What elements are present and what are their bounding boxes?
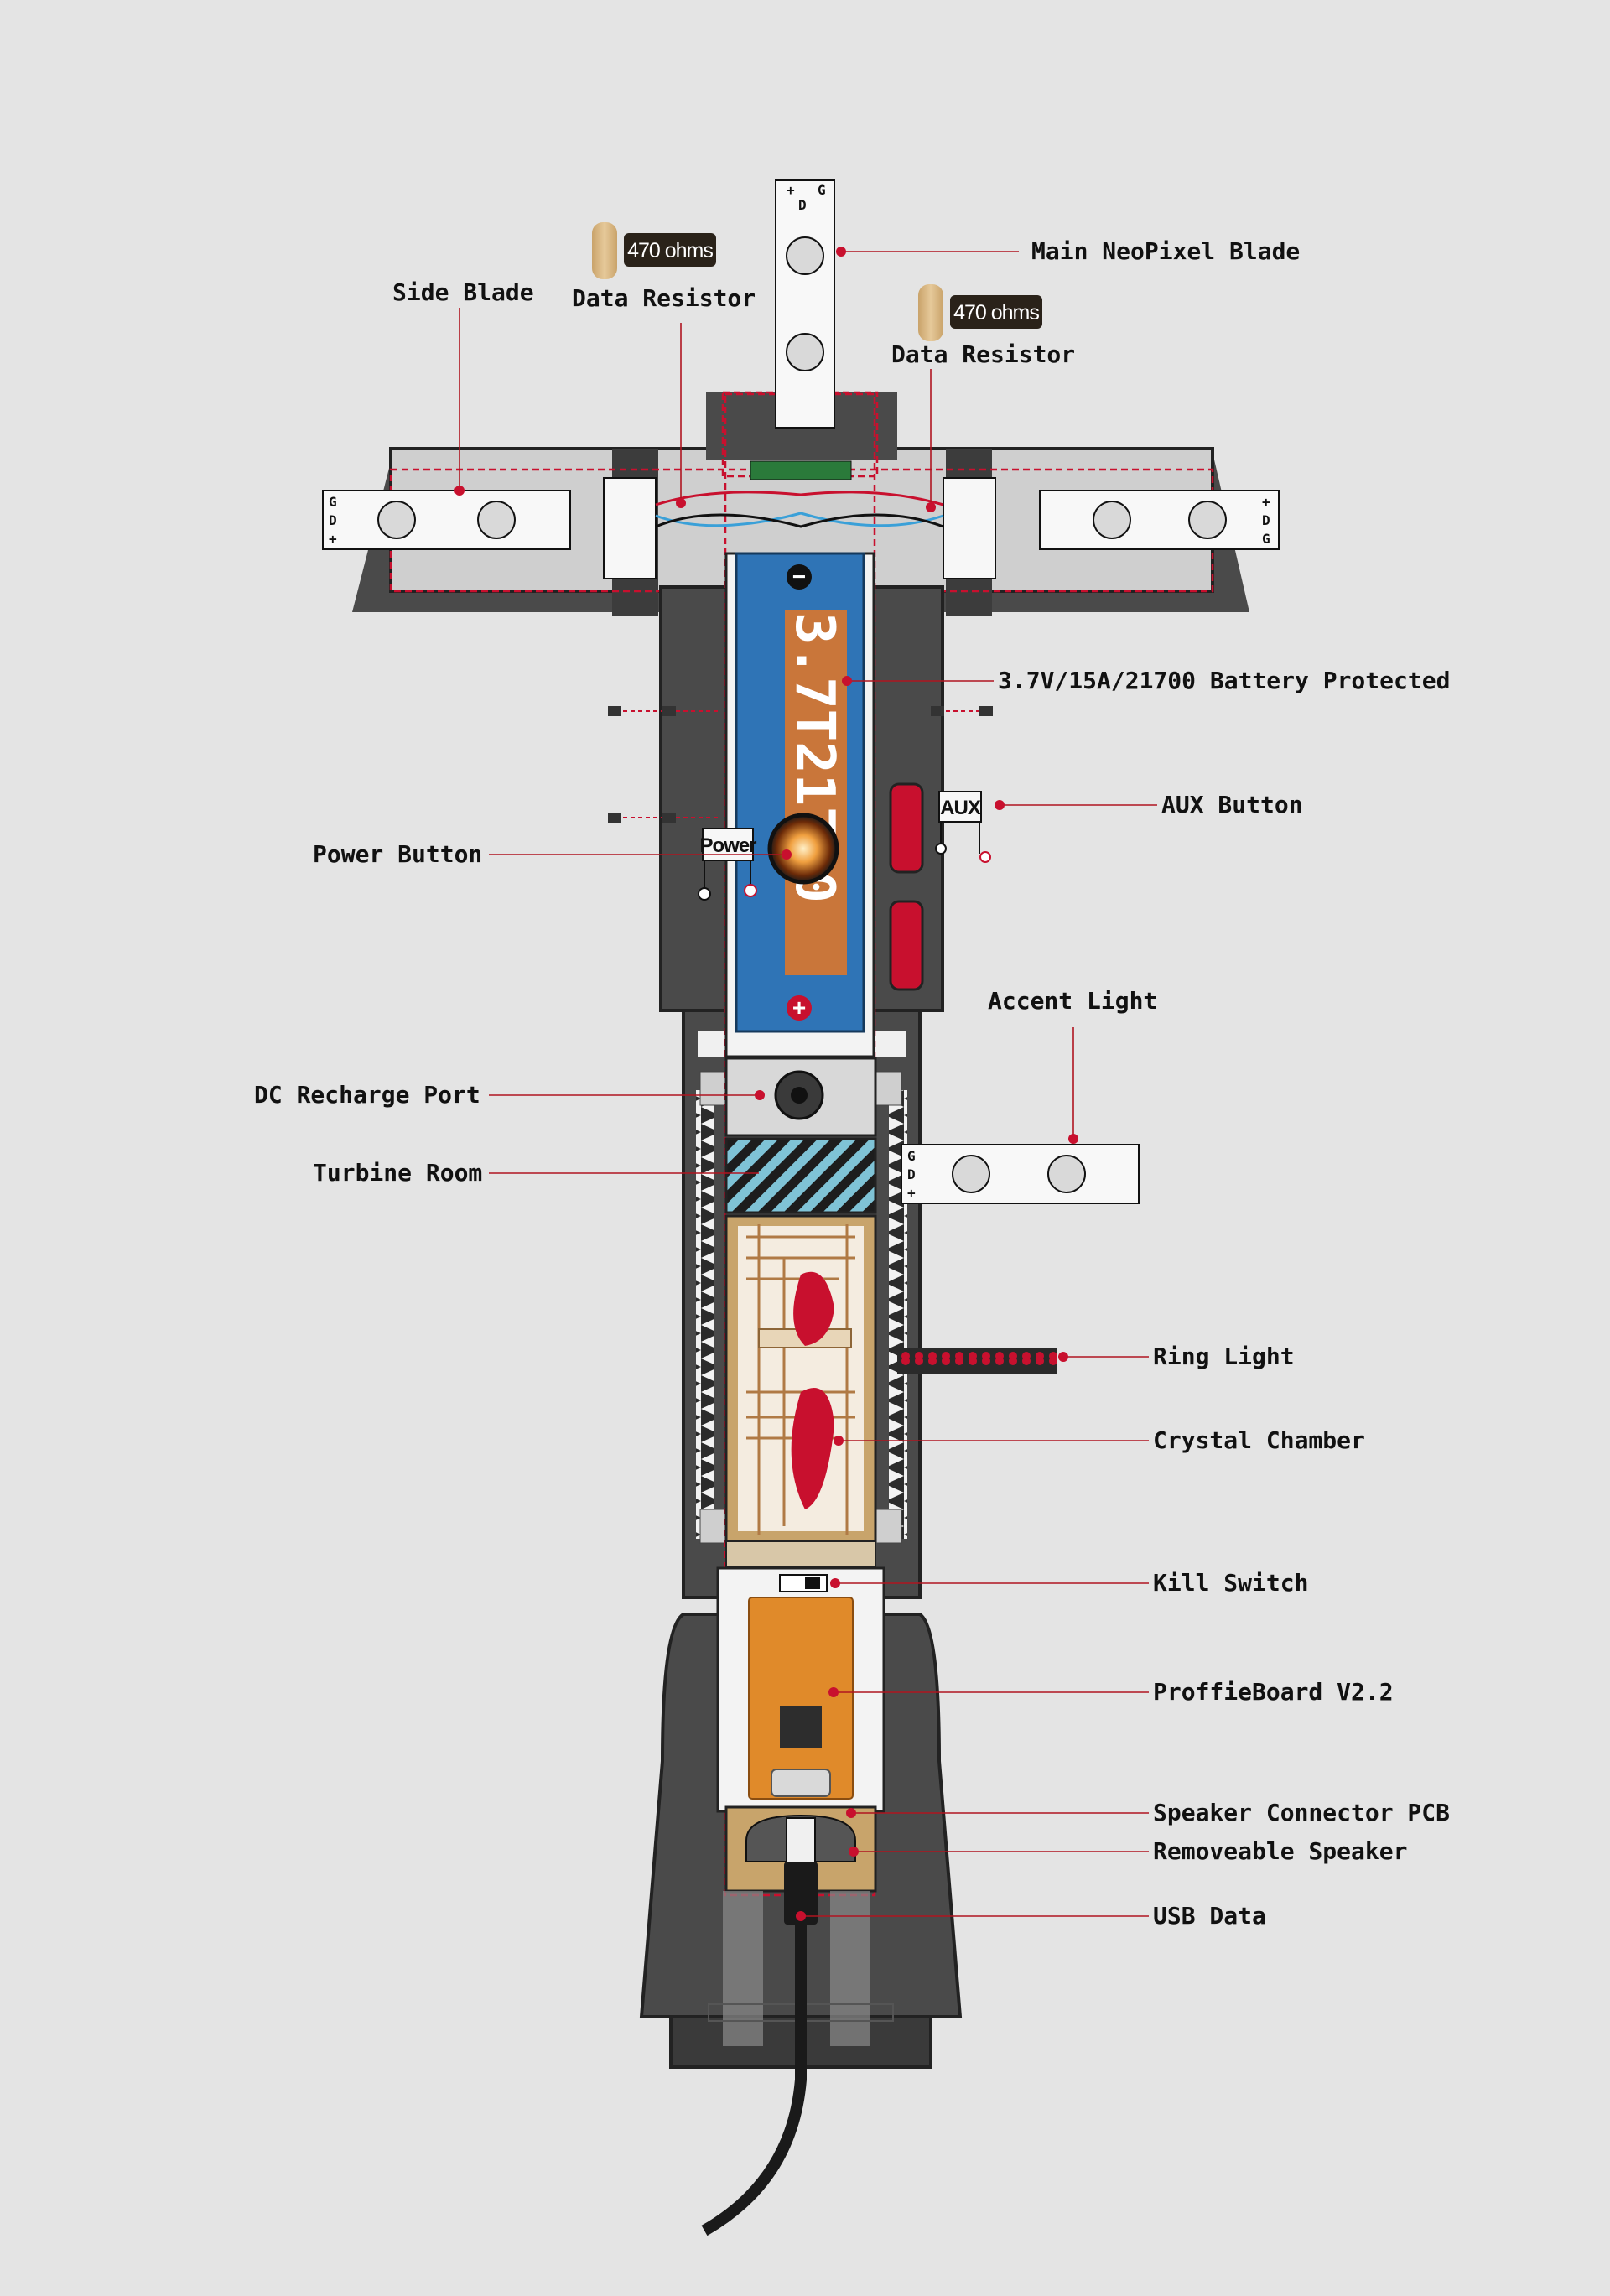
callout-dc-recharge-port: DC Recharge Port	[254, 1081, 765, 1109]
callout-side-blade: Side Blade	[392, 278, 534, 496]
battery: 3.7T21700 − +	[735, 552, 865, 1033]
accent-light-strip: G D +	[901, 1144, 1140, 1204]
callout-ring-light-label: Ring Light	[1153, 1343, 1295, 1370]
callout-dc-recharge-port-label: DC Recharge Port	[254, 1081, 480, 1109]
callout-proffieboard: ProffieBoard V2.2	[828, 1678, 1394, 1706]
svg-text:470 ohms: 470 ohms	[953, 301, 1039, 325]
connectors	[603, 477, 996, 579]
callout-removeable-speaker: Removeable Speaker	[849, 1837, 1407, 1865]
callout-side-blade-label: Side Blade	[392, 278, 534, 306]
callout-data-resistor-right: Data Resistor	[891, 340, 1075, 512]
crystal-chamber-block	[724, 1214, 877, 1567]
side-blade-left: G D +	[322, 490, 571, 550]
resistor-tag-right: 470 ohms	[950, 295, 1042, 329]
callout-speaker-connector-pcb: Speaker Connector PCB	[846, 1799, 1450, 1826]
side-right-pin-d: D	[1262, 512, 1270, 528]
callout-crystal-chamber: Crystal Chamber	[834, 1426, 1365, 1454]
callout-turbine-room-label: Turbine Room	[313, 1159, 482, 1187]
main-blade-pin-d: D	[798, 197, 807, 213]
side-left-pin-d: D	[329, 512, 337, 528]
ring-light-bar	[897, 1348, 1057, 1374]
callout-battery: 3.7V/15A/21700 Battery Protected	[842, 667, 1450, 694]
callout-proffieboard-label: ProffieBoard V2.2	[1153, 1678, 1394, 1706]
power-button-switch: Power	[698, 828, 757, 901]
svg-text:470 ohms: 470 ohms	[627, 239, 713, 262]
battery-negative-symbol: −	[792, 564, 806, 590]
callout-main-neopixel-blade: Main NeoPixel Blade	[836, 237, 1300, 265]
side-right-pin-plus: +	[1262, 494, 1270, 510]
usb-cable	[701, 1862, 894, 2236]
side-right-pin-g: G	[1262, 531, 1270, 547]
callout-turbine-room: Turbine Room	[313, 1159, 759, 1187]
callout-data-resistor-left-label: Data Resistor	[572, 284, 756, 312]
callout-power-button: Power Button	[313, 840, 792, 868]
resistor-right: 470 ohms	[918, 284, 1042, 341]
accent-pin-g: G	[907, 1148, 916, 1164]
callout-kill-switch: Kill Switch	[830, 1569, 1308, 1597]
turbine-hatch	[724, 1137, 877, 1214]
power-chip-label: Power	[699, 834, 756, 857]
callout-power-button-label: Power Button	[313, 840, 482, 868]
callout-data-resistor-left: Data Resistor	[572, 284, 756, 508]
aux-chip-label: AUX	[940, 797, 981, 819]
resistor-left: 470 ohms	[592, 222, 716, 279]
callout-aux-button-label: AUX Button	[1161, 791, 1303, 818]
callout-usb-data-label: USB Data	[1153, 1902, 1266, 1930]
side-left-pin-plus: +	[329, 531, 337, 547]
window-slots	[608, 706, 993, 991]
callout-data-resistor-right-label: Data Resistor	[891, 340, 1075, 368]
callout-accent-light: Accent Light	[988, 987, 1157, 1144]
main-blade-pin-plus: +	[787, 182, 795, 198]
accent-pin-d: D	[907, 1166, 916, 1182]
resistor-tag-left: 470 ohms	[624, 233, 716, 267]
callout-kill-switch-label: Kill Switch	[1153, 1569, 1308, 1597]
aux-button-switch: AUX	[935, 791, 991, 863]
callout-ring-light: Ring Light	[1058, 1343, 1295, 1370]
dc-port-block	[724, 1057, 877, 1137]
callout-speaker-connector-pcb-label: Speaker Connector PCB	[1153, 1799, 1450, 1826]
accent-pin-plus: +	[907, 1185, 916, 1201]
callout-battery-label: 3.7V/15A/21700 Battery Protected	[998, 667, 1450, 694]
callout-crystal-chamber-label: Crystal Chamber	[1153, 1426, 1365, 1454]
callout-aux-button: AUX Button	[995, 791, 1303, 818]
side-left-pin-g: G	[329, 494, 337, 510]
board-sled	[716, 1566, 886, 1813]
callout-removeable-speaker-label: Removeable Speaker	[1153, 1837, 1407, 1865]
callout-usb-data: USB Data	[796, 1902, 1266, 1930]
battery-positive-symbol: +	[792, 995, 806, 1021]
main-blade-pin-g: G	[818, 182, 826, 198]
side-blade-right: + D G	[1039, 490, 1280, 550]
callout-accent-light-label: Accent Light	[988, 987, 1157, 1015]
main-blade-strip: + D G	[775, 179, 835, 429]
power-button-knob	[767, 813, 839, 885]
callout-main-neopixel-blade-label: Main NeoPixel Blade	[1031, 237, 1300, 265]
